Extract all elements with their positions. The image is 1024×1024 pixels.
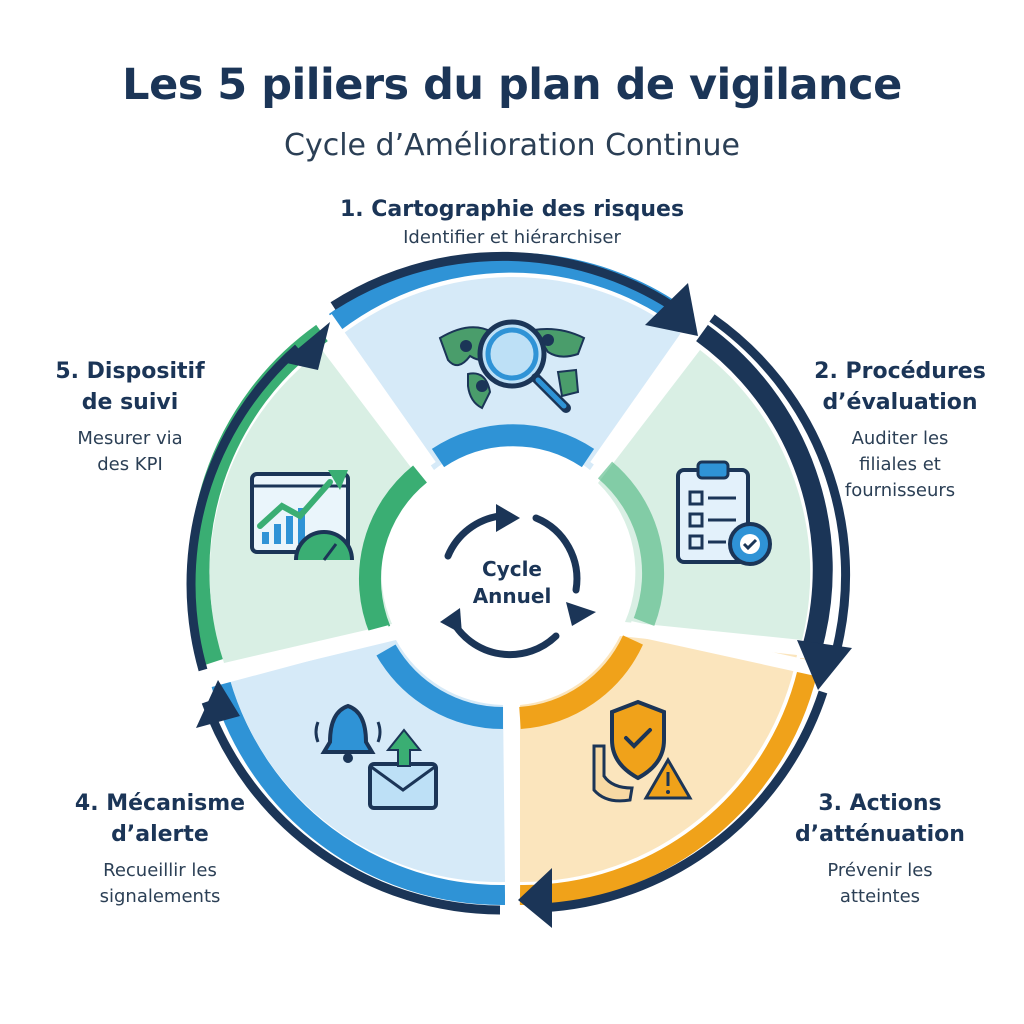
pillar-2-title-l2: d’évaluation xyxy=(822,390,978,415)
outer-ring-2 xyxy=(696,324,833,651)
outer-navy-ring xyxy=(186,251,851,915)
cycle-arrowheads xyxy=(196,283,852,928)
world-map-magnifier-icon xyxy=(438,319,586,413)
clipboard-checklist-gear-icon xyxy=(676,460,772,566)
pillar-4-title-l2: d’alerte xyxy=(111,822,209,847)
pillar-4-desc-l1: Recueillir les xyxy=(103,860,217,881)
pillar-3-title-l2: d’atténuation xyxy=(795,822,965,847)
pillar-4-desc-l2: signalements xyxy=(99,886,221,907)
arrowhead-2 xyxy=(797,640,852,690)
pillar-3-desc-l1: Prévenir les xyxy=(827,860,933,881)
arrowhead-5 xyxy=(282,322,330,370)
center-circle xyxy=(400,470,624,694)
pillar-5-label: 5. Dispositif de suivi Mesurer via des K… xyxy=(10,356,250,478)
pillar-4-label: 4. Mécanisme d’alerte Recueillir les sig… xyxy=(40,788,280,910)
center-label-line1: Cycle xyxy=(482,557,542,581)
pillar-2-desc-l2: filiales et xyxy=(859,454,941,475)
pillar-5-title-l2: de suivi xyxy=(81,390,179,415)
pillar-5-desc-l1: Mesurer via xyxy=(77,428,183,449)
pillar-2-label: 2. Procédures d’évaluation Auditer les f… xyxy=(790,356,1010,504)
bell-envelope-icon xyxy=(314,703,438,810)
pillar-5-desc-l2: des KPI xyxy=(97,454,163,475)
pillar-3-label: 3. Actions d’atténuation Prévenir les at… xyxy=(760,788,1000,910)
center-label-line2: Annuel xyxy=(472,584,552,608)
page-title: Les 5 piliers du plan de vigilance xyxy=(122,60,902,110)
pillar-1-desc: Identifier et hiérarchiser xyxy=(403,227,621,248)
pillar-1-label: 1. Cartographie des risques Identifier e… xyxy=(262,194,762,251)
pillar-2-title-l1: 2. Procédures xyxy=(814,359,986,384)
center-label: Cycle Annuel xyxy=(432,556,592,610)
pillar-3-desc-l2: atteintes xyxy=(839,886,921,907)
pillar-2-desc-l1: Auditer les xyxy=(851,428,949,449)
sector-separators xyxy=(194,313,832,912)
arrowhead-4 xyxy=(196,680,240,728)
page-subtitle: Cycle d’Amélioration Continue xyxy=(284,128,740,163)
inner-ring xyxy=(359,424,665,729)
pillar-1-title: 1. Cartographie des risques xyxy=(339,197,685,222)
kpi-chart-gauge-icon xyxy=(250,470,354,561)
pillar-3-title-l1: 3. Actions xyxy=(818,791,942,816)
arrowhead-1 xyxy=(645,283,698,336)
arrowhead-3 xyxy=(518,868,552,928)
hand-shield-warning-icon xyxy=(592,699,693,803)
pillar-5-title-l1: 5. Dispositif xyxy=(55,359,205,384)
pillar-2-desc-l3: fournisseurs xyxy=(844,480,956,501)
outer-ring-4 xyxy=(210,677,506,906)
center-cycle-arrowheads xyxy=(440,504,596,634)
pillar-4-title-l1: 4. Mécanisme xyxy=(74,791,246,816)
outer-ring-3 xyxy=(519,658,820,906)
